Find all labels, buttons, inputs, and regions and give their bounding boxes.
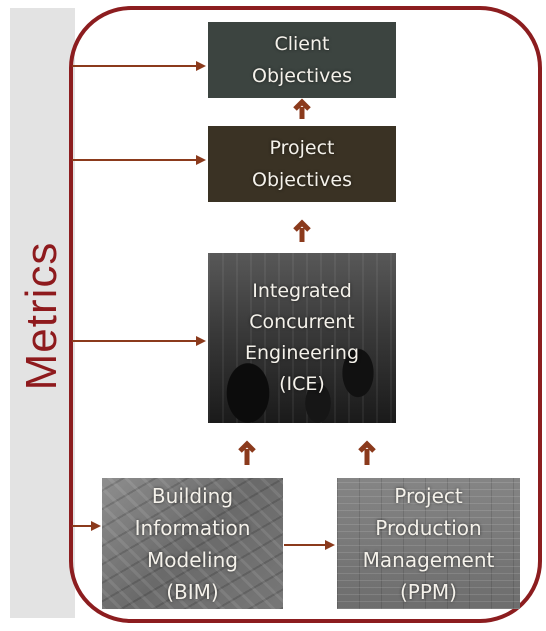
metrics-label: Metrics bbox=[17, 241, 66, 391]
ice-line-1: Integrated bbox=[252, 280, 352, 302]
project-objectives-line-1: Project bbox=[269, 137, 335, 159]
ice-line-4: (ICE) bbox=[279, 373, 325, 395]
ppm-line-2: Production bbox=[375, 515, 482, 540]
client-objectives-line-1: Client bbox=[274, 33, 330, 55]
bim-box: Building Information Modeling (BIM) bbox=[102, 478, 283, 609]
bim-line-2: Information bbox=[134, 515, 251, 540]
bim-line-1: Building bbox=[151, 483, 234, 508]
ice-line-3: Engineering bbox=[245, 342, 359, 364]
bim-line-4: (BIM) bbox=[166, 579, 219, 604]
ppm-box: Project Production Management (PPM) bbox=[337, 478, 520, 609]
ppm-line-3: Management bbox=[362, 547, 495, 572]
client-objectives-box: Client Objectives bbox=[208, 22, 396, 98]
project-objectives-box: Project Objectives bbox=[208, 126, 396, 202]
ice-box: Integrated Concurrent Engineering (ICE) bbox=[208, 253, 396, 423]
project-objectives-line-2: Objectives bbox=[252, 169, 352, 191]
ppm-line-1: Project bbox=[394, 483, 463, 508]
diagram-frame bbox=[69, 6, 542, 623]
ice-line-2: Concurrent bbox=[249, 311, 355, 333]
metrics-sidebar bbox=[10, 8, 75, 618]
bim-line-3: Modeling bbox=[147, 547, 238, 572]
client-objectives-line-2: Objectives bbox=[252, 65, 352, 87]
ppm-line-4: (PPM) bbox=[400, 579, 457, 604]
